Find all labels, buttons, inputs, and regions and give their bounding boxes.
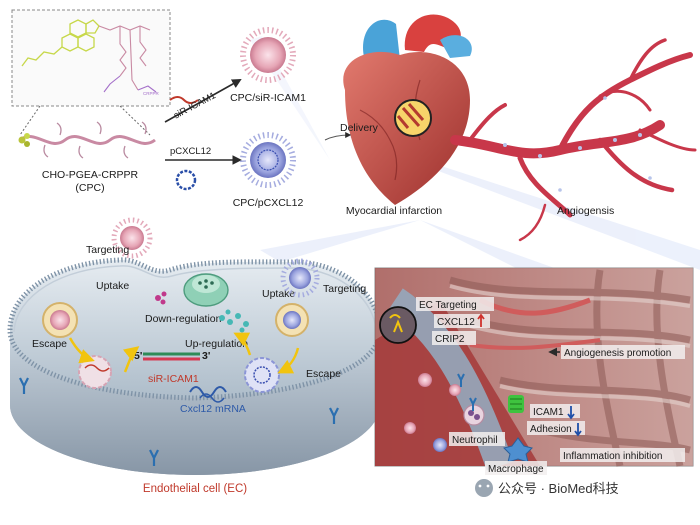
- circulating-particles: [404, 373, 461, 452]
- cxcl12-label: CXCL12: [437, 317, 475, 328]
- right-escaping-vesicle: [244, 357, 280, 393]
- cell-name-label: Endothelial cell (EC): [143, 483, 247, 495]
- crip2-chip: [432, 331, 476, 345]
- inflammation-label: Inflammation inhibition: [563, 451, 663, 462]
- left-targeting-particle: [111, 217, 153, 259]
- pulmonary-artery-icon: [440, 35, 472, 58]
- icam1-receptor-icon: [508, 395, 524, 413]
- sirna-strand-icon: [169, 96, 199, 104]
- cxcl12-mrna-icon: [189, 386, 227, 403]
- vessel-nanoparticles: [503, 96, 652, 192]
- cxcl12-protein-cluster-icon: [219, 309, 249, 333]
- tissue-receptor-icons: [457, 373, 477, 411]
- peptide-tag-label: CRPPR: [143, 91, 160, 96]
- left-escaping-vesicle: [78, 355, 112, 389]
- neutrophil-chip: [449, 432, 505, 446]
- delivery-label: Delivery: [340, 122, 379, 134]
- down-regulation-label: Down-regulation: [145, 313, 222, 325]
- plasmid-arrow-label: pCXCL12: [170, 146, 211, 157]
- watermark-text: 公众号 · BioMed科技: [498, 481, 619, 496]
- macrophage-chip: [485, 461, 547, 475]
- ec-targeting-label: EC Targeting: [419, 300, 477, 311]
- polymer-chain-icon: [19, 135, 156, 145]
- crip2-label: CRIP2: [435, 334, 465, 345]
- cholesterol-structure-icon: [21, 19, 100, 67]
- sirna-in-cell-label: siR-ICAM1: [148, 373, 199, 385]
- macrophage-label: Macrophage: [488, 464, 544, 475]
- adhesion-down-arrow-icon: [574, 423, 582, 437]
- cxcl12-up-arrow-icon: [477, 313, 485, 327]
- sirna-complex-label: CPC/siR-ICAM1: [230, 92, 306, 104]
- heart-illustration: [343, 14, 472, 205]
- down-regulated-protein-icon: [155, 291, 167, 305]
- right-targeting-label: Targeting: [323, 283, 366, 295]
- escape-arrow-left: [68, 337, 95, 364]
- ribosome-icon: [183, 273, 229, 307]
- polymer-abbrev: (CPC): [75, 182, 104, 194]
- synthesis-panel: CRPPR CHO-PGEA-CRPPR (CPC): [11, 9, 171, 194]
- left-endosome: [42, 302, 78, 338]
- myocardial-infarction-label: Myocardial infarction: [346, 205, 442, 217]
- arrow-to-sirna-complex: [164, 79, 242, 123]
- left-escape-label: Escape: [32, 338, 67, 350]
- ec-targeting-chip: [416, 297, 494, 311]
- cholesterol-bead-icon: [18, 133, 30, 147]
- cxcl12-mrna-label: Cxcl12 mRNA: [180, 403, 246, 415]
- right-uptake-label: Uptake: [262, 288, 295, 300]
- complex-formation: siR-ICAM1 pCXCL12: [164, 79, 242, 191]
- icam1-label: ICAM1: [533, 407, 564, 418]
- zoom-line-left: [19, 105, 41, 136]
- right-endosome: [275, 303, 309, 337]
- strand-3-label: 3': [202, 350, 210, 362]
- polymer-side-chains: [43, 121, 147, 159]
- right-escape-label: Escape: [306, 368, 341, 380]
- right-targeting-particle: [280, 258, 320, 298]
- angio-promotion-label: Angiogenesis promotion: [564, 348, 671, 359]
- plasmid-complex-label: CPC/pCXCL12: [233, 197, 304, 209]
- polymer-name: CHO-PGEA-CRPPR: [42, 169, 139, 181]
- angio-promotion-chip: [561, 345, 685, 359]
- left-targeting-label: Targeting: [86, 244, 129, 256]
- left-uptake-label: Uptake: [96, 280, 129, 292]
- zoom-line-right: [119, 105, 151, 136]
- plasmid-ring-icon: [175, 169, 197, 191]
- pgea-backbone-icon: [98, 25, 151, 91]
- watermark: 公众号 · BioMed科技: [475, 479, 619, 497]
- escape-arrow-right: [277, 347, 300, 374]
- adhesion-chip: [527, 421, 585, 435]
- sirna-complex-particle: [240, 27, 296, 83]
- sirna-release-arrow: [122, 346, 140, 373]
- surface-receptor-icons: [19, 377, 339, 466]
- upregulation-arrow: [233, 332, 252, 356]
- icam1-down-arrow-icon: [567, 406, 575, 420]
- sirna-mrna-duplex-icon: [143, 352, 200, 361]
- ec-targeting-zoom-circle: [379, 306, 417, 344]
- adhesion-label: Adhesion: [530, 424, 572, 435]
- delivery-arrow: [324, 132, 352, 141]
- new-capillary-2: [469, 338, 601, 350]
- crppr-peptide-icon: [103, 75, 157, 93]
- inflammation-chip: [560, 448, 685, 462]
- angiogenesis-label: Angiogensis: [557, 205, 614, 217]
- cxcl12-chip: [434, 314, 490, 328]
- blood-vessel-network: [450, 38, 697, 242]
- neutrophil-label: Neutrophil: [452, 435, 498, 446]
- sirna-arrow-label: siR-ICAM1: [172, 90, 218, 121]
- up-regulation-label: Up-regulation: [185, 338, 248, 350]
- plasmid-complex-particle: [240, 132, 296, 188]
